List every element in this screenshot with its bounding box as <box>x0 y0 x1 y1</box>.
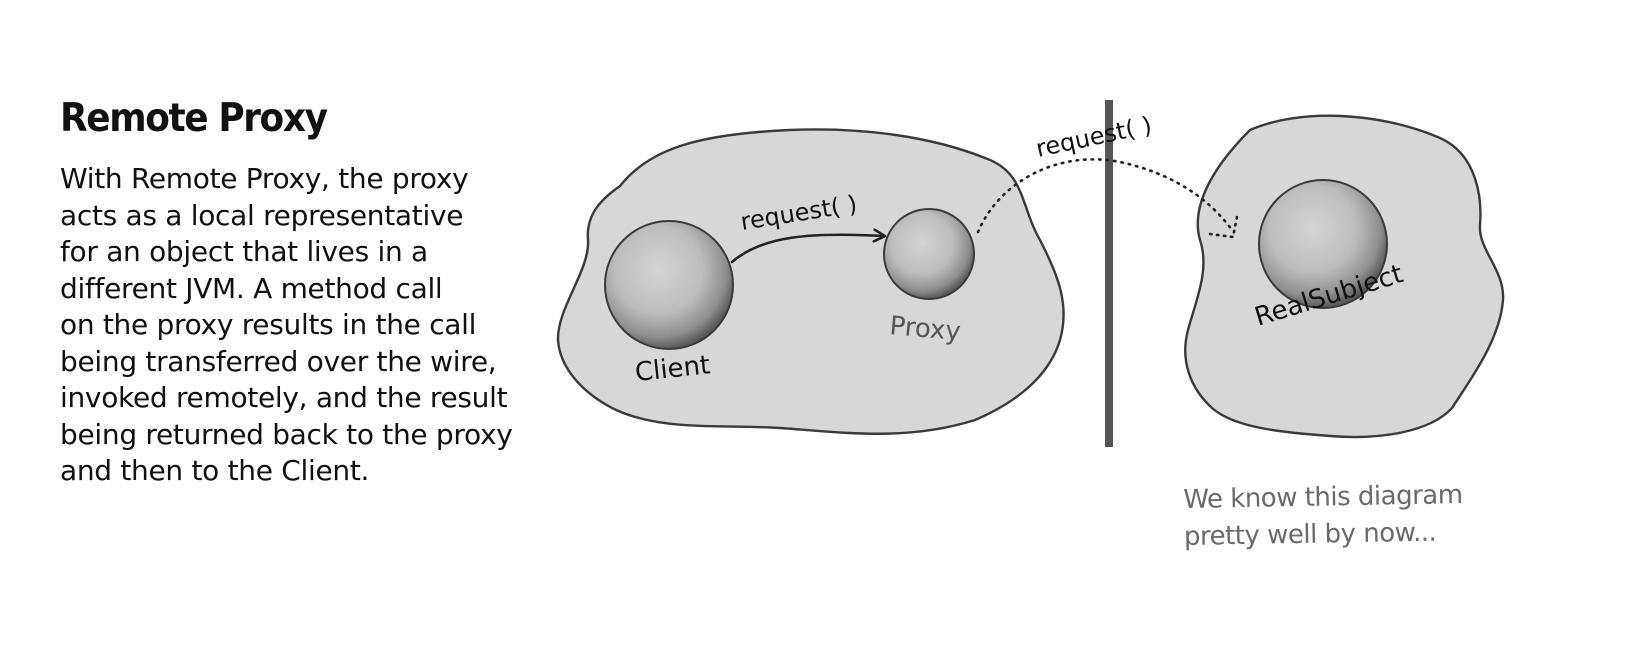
side-note: We know this diagram pretty well by now.… <box>1183 477 1463 556</box>
side-note-line: pretty well by now... <box>1183 517 1437 552</box>
real-subject-sphere <box>1258 179 1388 309</box>
description-line: acts as a local representative <box>60 198 464 232</box>
side-note-line: We know this diagram <box>1183 480 1463 515</box>
network-divider <box>1105 100 1113 447</box>
page-title: Remote Proxy <box>60 96 328 141</box>
client-to-proxy-arrow <box>730 235 884 264</box>
local-jvm-blob <box>556 128 1065 435</box>
remote-call-label: request( ) <box>1033 111 1154 163</box>
description-line: With Remote Proxy, the proxy <box>60 162 469 195</box>
description-line: being returned back to the proxy <box>60 417 513 451</box>
description-line: being transferred over the wire, <box>60 344 497 378</box>
description-line: for an object that lives in a <box>60 235 428 268</box>
client-sphere <box>604 220 734 350</box>
proxy-sphere <box>883 208 975 300</box>
description-line: invoked remotely, and the result <box>60 381 508 414</box>
dotted-arrowhead <box>1208 210 1240 239</box>
description-line: and then to the Client. <box>60 454 370 487</box>
description: With Remote Proxy, the proxy acts as a l… <box>60 161 560 490</box>
proxy-to-real-subject-arrow <box>976 158 1234 234</box>
description-line: on the proxy results in the call <box>60 308 477 341</box>
description-line: different JVM. A method call <box>60 271 443 305</box>
proxy-label: Proxy <box>888 311 962 347</box>
